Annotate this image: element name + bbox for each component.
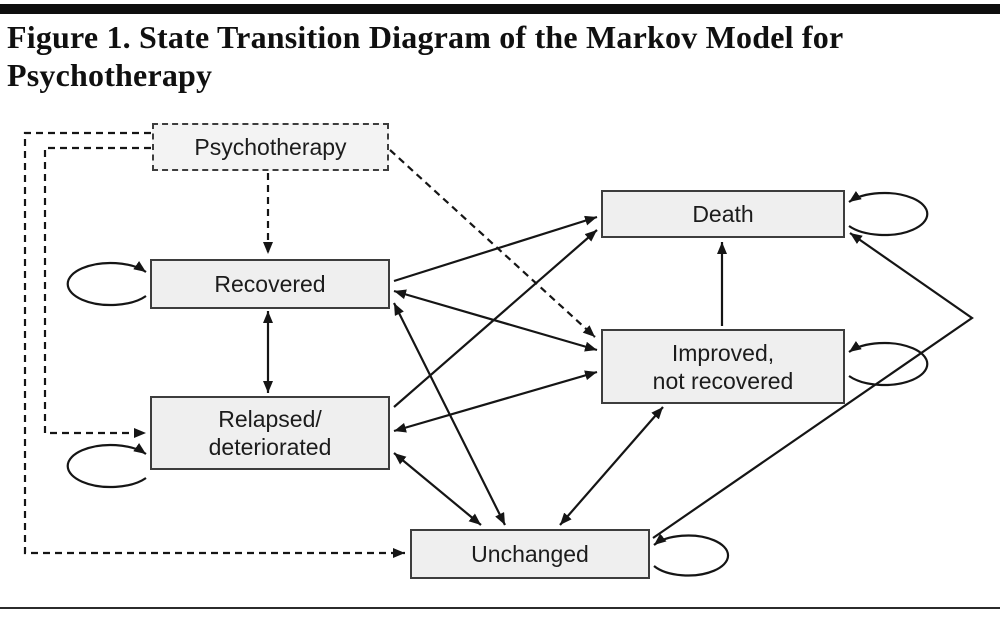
state-relapsed-label: Relapsed/ deteriorated bbox=[209, 405, 332, 461]
state-relapsed-label-line2: deteriorated bbox=[208, 434, 332, 460]
edge-unchanged-improved bbox=[559, 406, 664, 526]
state-death: Death bbox=[601, 190, 845, 238]
bottom-rule bbox=[0, 607, 1000, 609]
state-improved-label-line2: not recovered bbox=[652, 367, 794, 394]
edge-relapsed-improved bbox=[393, 370, 598, 433]
edge-relapsed-death bbox=[393, 229, 598, 408]
edge-recovered-death bbox=[393, 215, 598, 283]
edge-psychotherapy-unchanged bbox=[23, 131, 405, 558]
state-psychotherapy-label: Psychotherapy bbox=[194, 134, 347, 160]
edge-psychotherapy-relapsed bbox=[43, 146, 151, 438]
state-relapsed: Relapsed/ deteriorated bbox=[150, 396, 390, 470]
state-unchanged-label: Unchanged bbox=[471, 541, 589, 567]
edge-recovered-unchanged bbox=[393, 302, 506, 526]
state-improved-label-line1: Improved, bbox=[671, 339, 775, 366]
selfloop-unchanged bbox=[653, 533, 730, 577]
selfloop-improved bbox=[848, 341, 929, 387]
selfloop-recovered bbox=[66, 261, 147, 307]
figure-title-line2: Psychotherapy bbox=[7, 57, 213, 93]
top-rule bbox=[0, 4, 1000, 14]
state-improved-label: Improved, not recovered bbox=[653, 339, 794, 395]
edge-relapsed-unchanged bbox=[393, 452, 482, 526]
state-recovered: Recovered bbox=[150, 259, 390, 309]
figure-title: Figure 1. State Transition Diagram of th… bbox=[7, 18, 977, 94]
state-recovered-label: Recovered bbox=[214, 271, 326, 297]
selfloop-death bbox=[848, 191, 929, 237]
state-improved: Improved, not recovered bbox=[601, 329, 845, 404]
state-unchanged: Unchanged bbox=[410, 529, 650, 579]
edge-recovered-improved bbox=[393, 289, 598, 352]
selfloop-relapsed bbox=[66, 443, 147, 489]
figure-title-line1: Figure 1. State Transition Diagram of th… bbox=[7, 19, 844, 55]
state-psychotherapy: Psychotherapy bbox=[152, 123, 389, 171]
state-relapsed-label-line1: Relapsed/ bbox=[218, 406, 322, 432]
state-death-label: Death bbox=[692, 201, 754, 227]
edge-psychotherapy-improved bbox=[389, 149, 596, 338]
